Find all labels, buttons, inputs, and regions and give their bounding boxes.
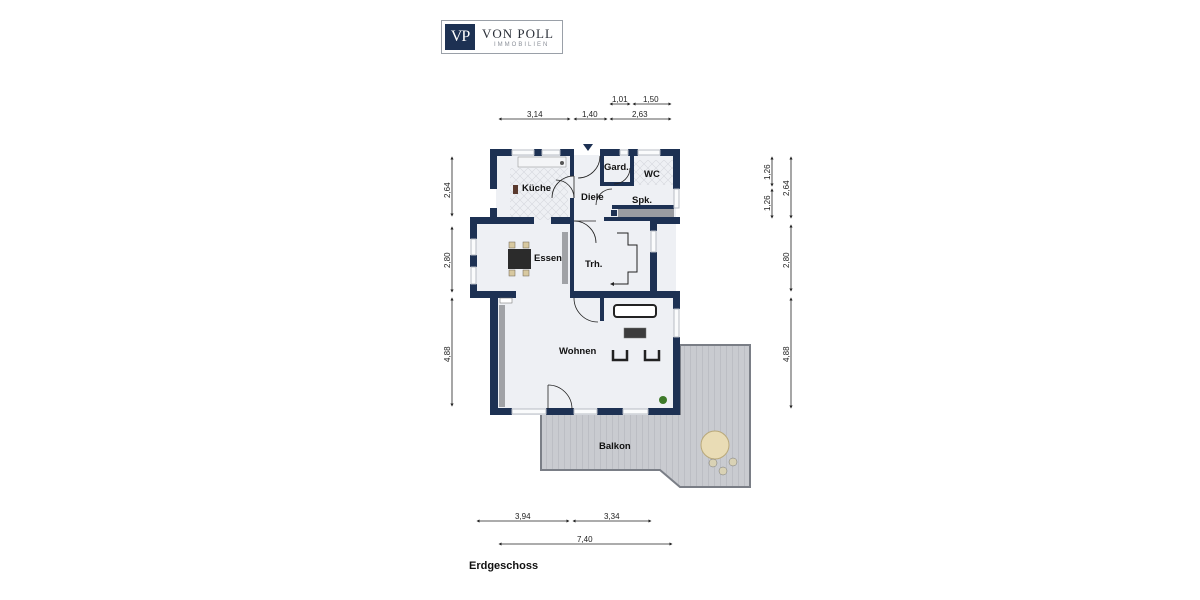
dim-top-1-50: 1,50 [643, 95, 659, 104]
windows [470, 149, 680, 415]
fixtures [499, 156, 738, 476]
dim-top-1-40: 1,40 [582, 110, 598, 119]
room-label-kueche: Küche [522, 183, 551, 194]
door-swings [547, 155, 631, 410]
floor-label: Erdgeschoss [469, 560, 539, 572]
room-label-essen: Essen [534, 253, 562, 264]
dim-top-1-01: 1,01 [612, 95, 628, 104]
room-label-gard: Gard. [604, 162, 629, 173]
entrance-arrow-icon [583, 144, 593, 151]
room-labels: Küche Diele Gard. WC Spk. Essen Trh. Woh… [522, 162, 660, 452]
dim-bottom-7-40: 7,40 [577, 535, 593, 544]
dim-right-4-88: 4,88 [782, 346, 791, 362]
dim-left-4-88: 4,88 [443, 346, 452, 362]
room-label-spk: Spk. [632, 195, 652, 206]
dim-bottom-3-94: 3,94 [515, 512, 531, 521]
room-label-wohnen: Wohnen [559, 346, 596, 357]
dimension-labels: 1,01 1,50 3,14 1,40 2,63 2,64 2,80 4,88 … [443, 95, 791, 544]
von-poll-logo: VP VON POLL IMMOBILIEN [441, 20, 563, 54]
logo-subtitle: IMMOBILIEN [494, 42, 550, 48]
walls [470, 149, 680, 415]
room-label-diele: Diele [581, 192, 604, 203]
dim-right-2-64: 2,64 [782, 180, 791, 196]
room-floors [475, 155, 676, 415]
logo-mark: VP [445, 24, 475, 50]
dim-left-2-64: 2,64 [443, 182, 452, 198]
dim-left-2-80: 2,80 [443, 252, 452, 268]
dim-top-3-14: 3,14 [527, 110, 543, 119]
room-label-balkon: Balkon [599, 441, 631, 452]
room-label-trh: Trh. [585, 259, 602, 270]
room-label-wc: WC [644, 169, 660, 180]
dim-right-1-26-b: 1,26 [763, 195, 772, 211]
dim-right-1-26-a: 1,26 [763, 164, 772, 180]
dim-bottom-3-34: 3,34 [604, 512, 620, 521]
dimension-lines [450, 102, 793, 546]
dim-top-2-63: 2,63 [632, 110, 648, 119]
logo-name: VON POLL [482, 26, 554, 41]
dim-right-2-80: 2,80 [782, 252, 791, 268]
